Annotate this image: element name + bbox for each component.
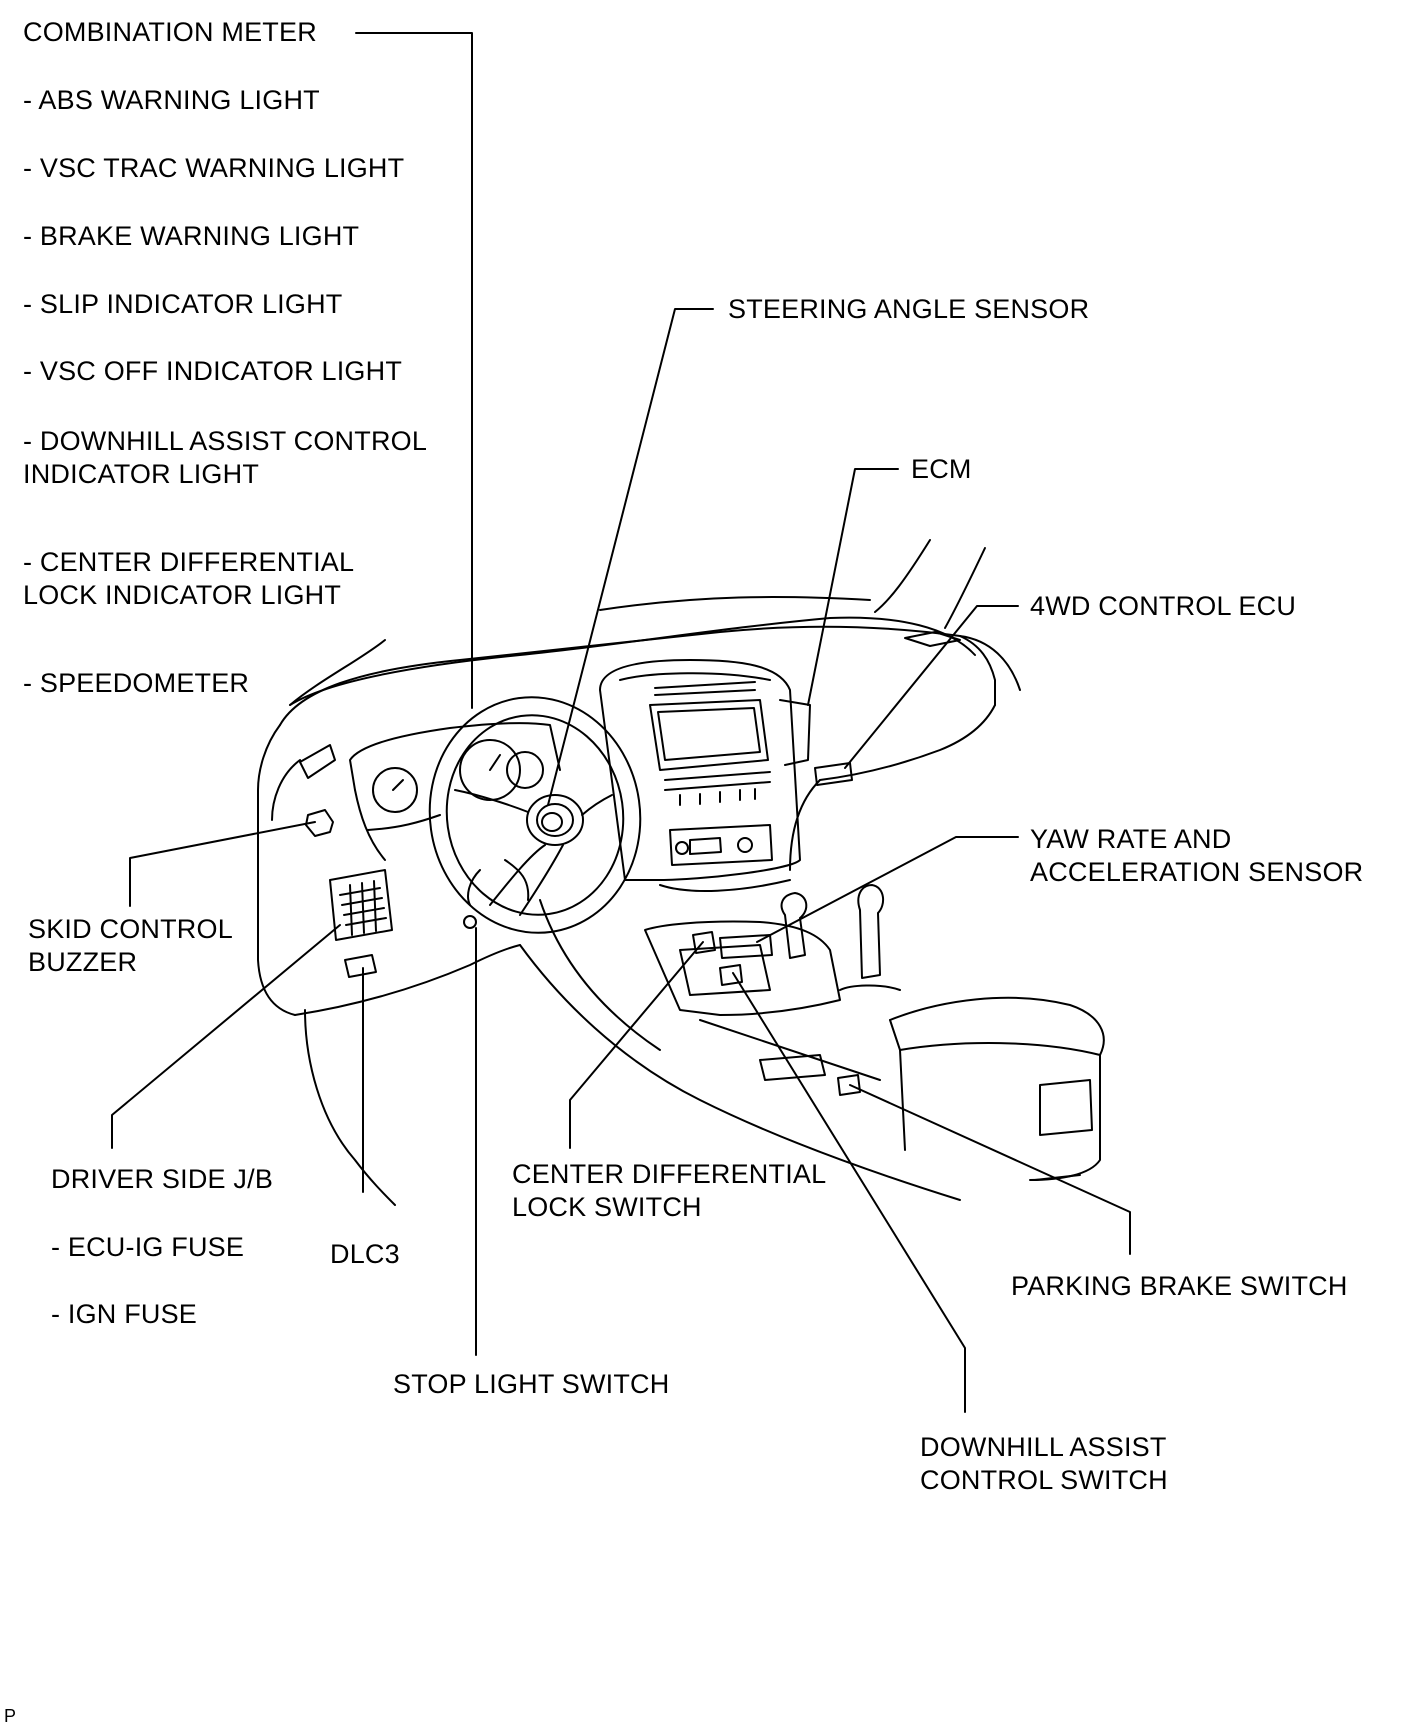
steering-wheel: [428, 696, 642, 934]
figure-code: P: [4, 1706, 17, 1726]
label-dlc3: DLC3: [330, 1239, 400, 1269]
label-ign-fuse: - IGN FUSE: [51, 1299, 198, 1329]
label-line: BUZZER: [28, 947, 138, 977]
label-line: INDICATOR LIGHT: [23, 459, 260, 489]
label-ecu-ig-fuse: - ECU-IG FUSE: [51, 1232, 245, 1262]
label-line: LOCK SWITCH: [512, 1192, 702, 1222]
label-speedometer: - SPEEDOMETER: [23, 668, 250, 698]
label-line: SKID CONTROL: [28, 914, 233, 944]
label-line: - DOWNHILL ASSIST CONTROL: [23, 426, 428, 456]
label-downhill-assist-control-switch: DOWNHILL ASSIST CONTROL SWITCH: [920, 1431, 1168, 1497]
label-center-diff-lock-switch: CENTER DIFFERENTIAL LOCK SWITCH: [512, 1158, 826, 1224]
label-driver-side-jb: DRIVER SIDE J/B: [51, 1164, 274, 1194]
leader-lines: [111, 32, 1131, 1413]
label-vsc-off-indicator-light: - VSC OFF INDICATOR LIGHT: [23, 356, 403, 386]
label-abs-warning-light: - ABS WARNING LIGHT: [23, 85, 320, 115]
components: [305, 762, 861, 1096]
label-yaw-rate-acceleration-sensor: YAW RATE AND ACCELERATION SENSOR: [1030, 823, 1363, 889]
label-line: YAW RATE AND: [1030, 824, 1232, 854]
label-ecm: ECM: [911, 454, 972, 484]
label-skid-control-buzzer: SKID CONTROL BUZZER: [28, 913, 233, 979]
label-brake-warning-light: - BRAKE WARNING LIGHT: [23, 221, 360, 251]
label-line: CENTER DIFFERENTIAL: [512, 1159, 827, 1189]
label-downhill-assist-indicator-light: - DOWNHILL ASSIST CONTROL INDICATOR LIGH…: [23, 425, 427, 491]
label-combination-meter: COMBINATION METER: [23, 17, 317, 47]
label-line: CONTROL SWITCH: [920, 1465, 1168, 1495]
label-4wd-control-ecu: 4WD CONTROL ECU: [1030, 591, 1297, 621]
center-console: [644, 884, 1105, 1181]
label-center-diff-lock-indicator-light: - CENTER DIFFERENTIAL LOCK INDICATOR LIG…: [23, 546, 354, 612]
label-line: LOCK INDICATOR LIGHT: [23, 580, 342, 610]
label-steering-angle-sensor: STEERING ANGLE SENSOR: [728, 294, 1090, 324]
label-parking-brake-switch: PARKING BRAKE SWITCH: [1011, 1271, 1348, 1301]
combination-meter-cluster: [349, 722, 561, 861]
label-line: DOWNHILL ASSIST: [920, 1432, 1167, 1462]
label-line: ACCELERATION SENSOR: [1030, 857, 1364, 887]
label-slip-indicator-light: - SLIP INDICATOR LIGHT: [23, 289, 343, 319]
center-stack: [599, 659, 811, 893]
label-stop-light-switch: STOP LIGHT SWITCH: [393, 1369, 670, 1399]
label-line: - CENTER DIFFERENTIAL: [23, 547, 355, 577]
label-vsc-trac-warning-light: - VSC TRAC WARNING LIGHT: [23, 153, 405, 183]
